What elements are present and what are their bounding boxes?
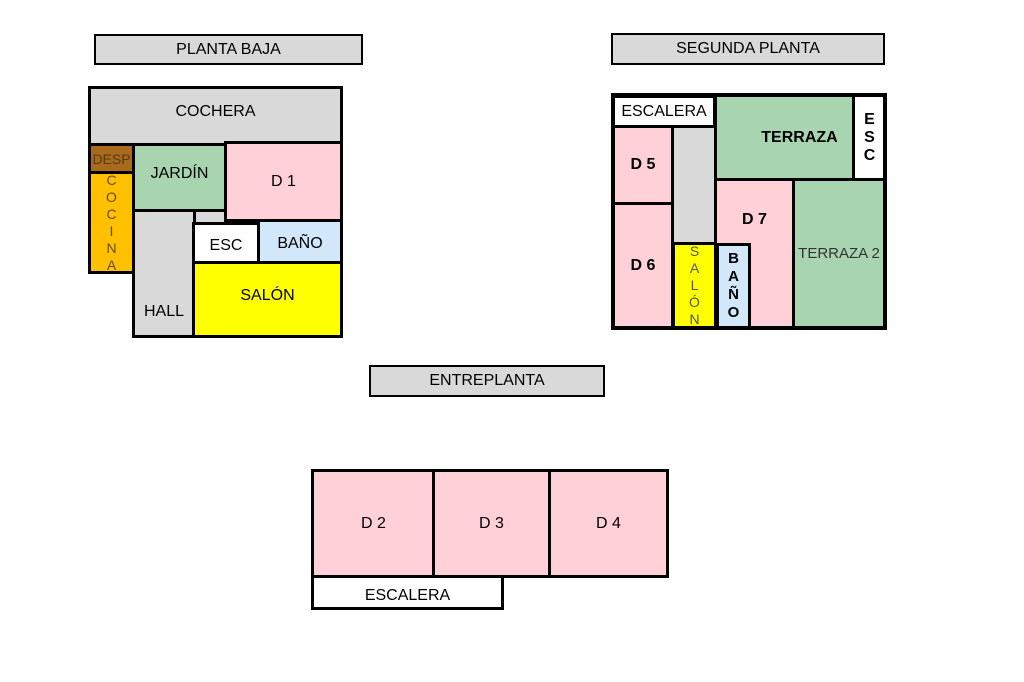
room-d2: D 2 bbox=[311, 469, 436, 578]
room-terraza: TERRAZA bbox=[714, 94, 855, 181]
room-hall: HALL bbox=[132, 208, 196, 338]
room-d4: D 4 bbox=[548, 469, 669, 578]
segunda-planta-title: SEGUNDA PLANTA bbox=[611, 33, 885, 65]
room-d1: D 1 bbox=[224, 141, 343, 222]
room-terraza-2: TERRAZA 2 bbox=[792, 178, 886, 329]
room-d6: D 6 bbox=[612, 202, 674, 329]
room-esc-vertical: ESC bbox=[852, 94, 886, 181]
entreplanta-title: ENTREPLANTA bbox=[369, 365, 605, 397]
room-salon: SALÓN bbox=[192, 261, 343, 338]
room-bano: BAÑO bbox=[257, 219, 343, 264]
room-escalera: ESCALERA bbox=[612, 95, 716, 128]
planta-baja-title: PLANTA BAJA bbox=[94, 34, 363, 65]
room-desp: DESP bbox=[88, 143, 135, 174]
room-d5: D 5 bbox=[612, 125, 674, 205]
room-cochera: COCHERA bbox=[88, 86, 343, 146]
room-cocina: COCINA bbox=[88, 171, 135, 274]
room-salon-2: SALÓN bbox=[672, 242, 717, 329]
room-jardin: JARDÍN bbox=[132, 143, 227, 212]
corridor bbox=[674, 126, 716, 244]
room-bano-2: BAÑO bbox=[716, 243, 751, 329]
room-esc: ESC bbox=[192, 222, 260, 264]
room-d3: D 3 bbox=[432, 469, 551, 578]
room-escalera-entreplanta: ESCALERA bbox=[311, 575, 504, 610]
